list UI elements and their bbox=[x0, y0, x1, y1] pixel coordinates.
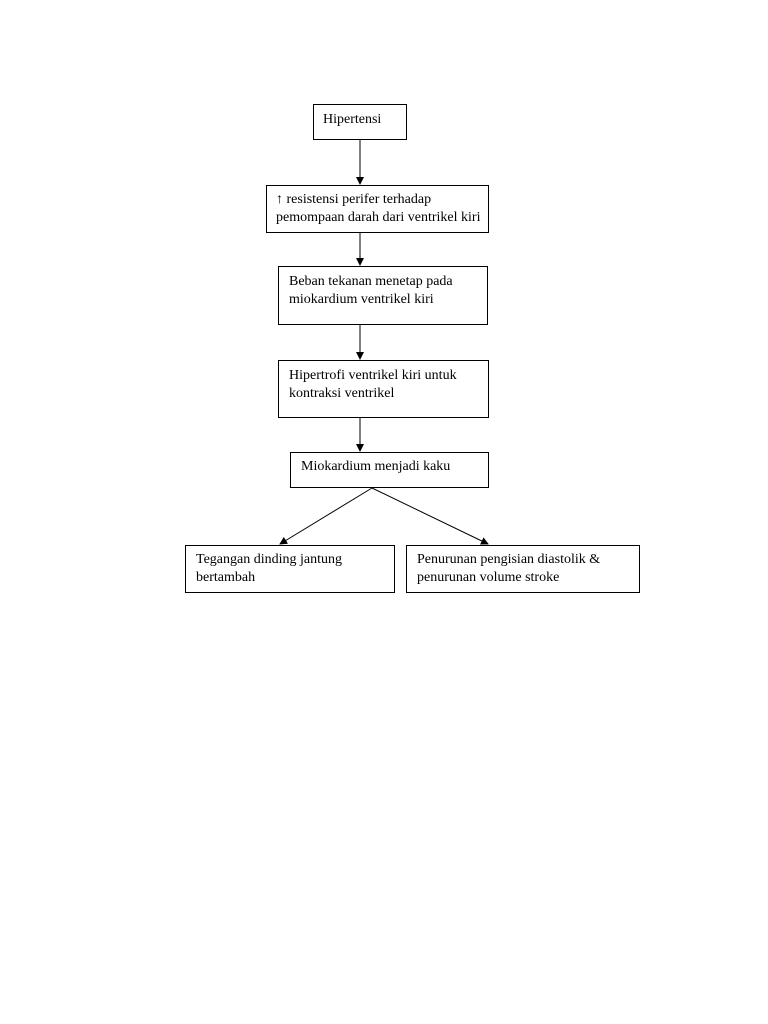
node-penurunan-pengisian: Penurunan pengisian diastolik & penuruna… bbox=[406, 545, 640, 593]
arrow-n5-n6 bbox=[279, 487, 373, 545]
node-label: ↑ resistensi perifer terhadap pemompaan … bbox=[276, 192, 481, 225]
node-miokardium-kaku: Miokardium menjadi kaku bbox=[290, 452, 489, 488]
node-label: Penurunan pengisian diastolik & penuruna… bbox=[417, 552, 601, 585]
node-beban-tekanan: Beban tekanan menetap pada miokardium ve… bbox=[278, 266, 488, 325]
node-tegangan-dinding: Tegangan dinding jantung bertambah bbox=[185, 545, 395, 593]
node-label: Beban tekanan menetap pada miokardium ve… bbox=[289, 274, 453, 307]
node-hipertrofi-ventrikel: Hipertrofi ventrikel kiri untuk kontraks… bbox=[278, 360, 489, 418]
node-label: Miokardium menjadi kaku bbox=[301, 459, 451, 474]
node-hipertensi: Hipertensi bbox=[313, 104, 407, 140]
node-label: Hipertensi bbox=[323, 112, 382, 127]
node-label: Hipertrofi ventrikel kiri untuk kontraks… bbox=[289, 368, 457, 401]
node-resistensi-perifer: ↑ resistensi perifer terhadap pemompaan … bbox=[266, 185, 489, 233]
node-label: Tegangan dinding jantung bertambah bbox=[196, 552, 342, 585]
arrow-n5-n7 bbox=[371, 487, 489, 545]
